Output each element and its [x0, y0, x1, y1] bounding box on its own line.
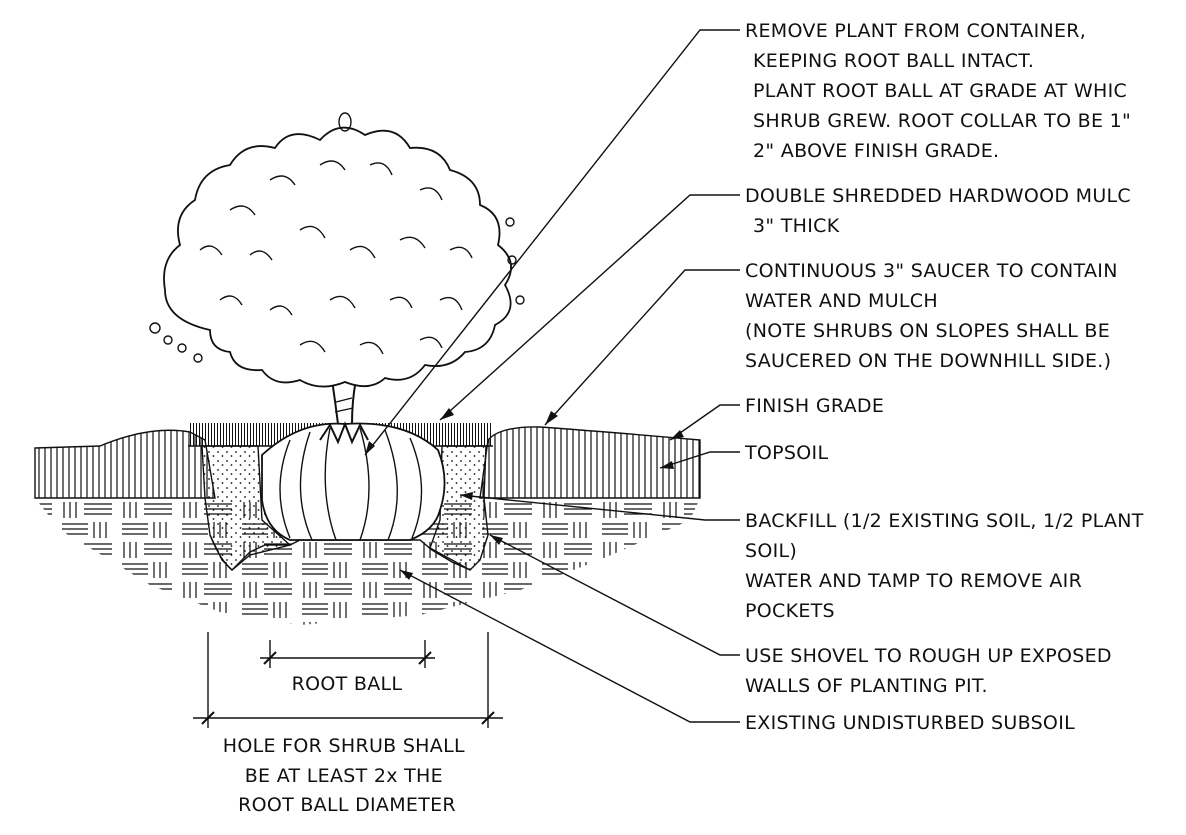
topsoil-layer — [34, 426, 701, 499]
root-ball — [261, 421, 446, 541]
note-backfill: BACKFILL (1/2 EXISTING SOIL, 1/2 PLANT S… — [745, 510, 1150, 622]
note-remove-plant: REMOVE PLANT FROM CONTAINER, KEEPING ROO… — [745, 20, 1137, 162]
note-subsoil: EXISTING UNDISTURBED SUBSOIL — [745, 712, 1075, 734]
note-topsoil: TOPSOIL — [744, 442, 828, 464]
note-mulch: DOUBLE SHREDDED HARDWOOD MULC 3" THICK — [745, 185, 1137, 237]
note-finish-grade: FINISH GRADE — [745, 395, 884, 417]
leader-lines — [364, 29, 740, 723]
dimensions: ROOT BALL HOLE FOR SHRUB SHALL BE AT LEA… — [193, 632, 503, 816]
shrub-canopy — [149, 112, 525, 388]
root-ball-dimension-label: ROOT BALL — [292, 673, 403, 695]
note-shovel: USE SHOVEL TO ROUGH UP EXPOSED WALLS OF … — [745, 645, 1118, 697]
hole-width-note: HOLE FOR SHRUB SHALL BE AT LEAST 2x THE … — [223, 735, 471, 816]
notes: REMOVE PLANT FROM CONTAINER, KEEPING ROO… — [744, 20, 1150, 734]
note-saucer: CONTINUOUS 3" SAUCER TO CONTAIN WATER AN… — [745, 260, 1124, 372]
shrub-trunk — [331, 379, 357, 425]
